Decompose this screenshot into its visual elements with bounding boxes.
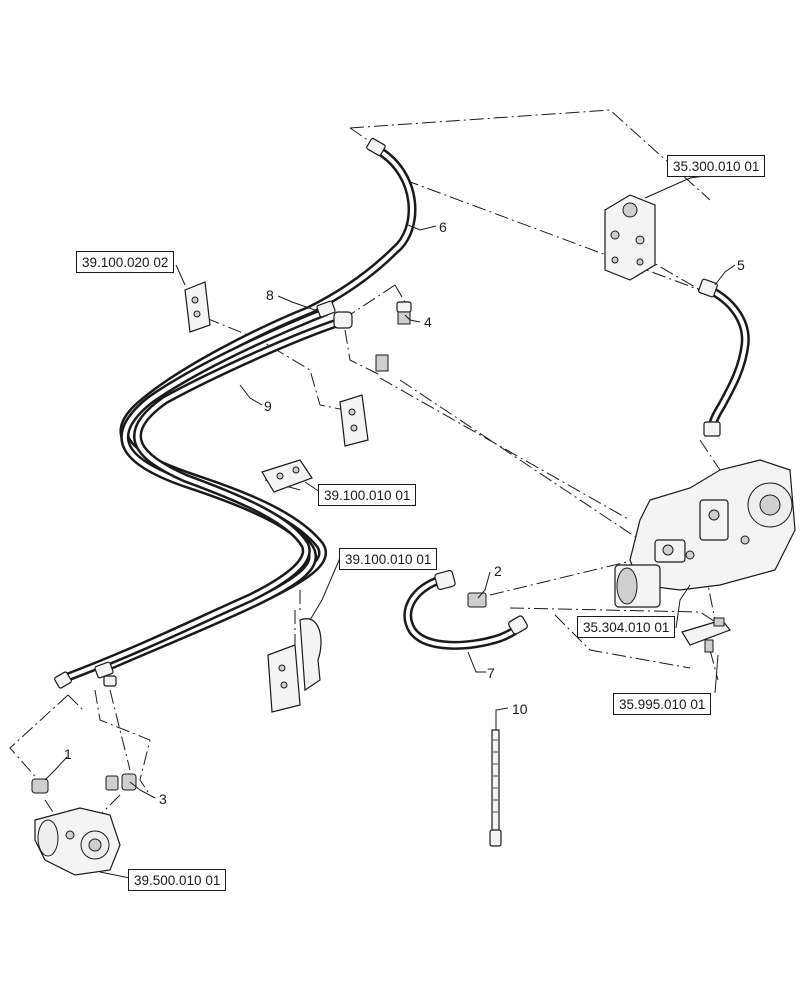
hose-5 xyxy=(698,278,750,437)
item-number-10: 10 xyxy=(512,701,528,717)
item-number-2: 2 xyxy=(494,563,502,579)
pump-assembly-35-304 xyxy=(614,459,796,608)
item-number-4: 4 xyxy=(424,314,432,330)
fitting-4 xyxy=(396,301,412,325)
clamp-block-top xyxy=(184,281,211,333)
item-number-6: 6 xyxy=(439,219,447,235)
hose-7 xyxy=(403,570,528,650)
hose-9 xyxy=(54,311,353,689)
clamp-block-horizontal xyxy=(261,459,313,493)
item-number-1: 1 xyxy=(64,746,72,762)
cable-tie-10 xyxy=(489,729,502,847)
ref-box-35-300-010-01[interactable]: 35.300.010 01 xyxy=(667,155,766,177)
fitting-3 xyxy=(105,773,137,791)
motor-39-500 xyxy=(34,807,121,876)
clamp-bracket-lower xyxy=(267,618,322,713)
item-number-7: 7 xyxy=(487,665,495,681)
ref-box-35-995-010-01[interactable]: 35.995.010 01 xyxy=(613,693,712,715)
fitting-1 xyxy=(31,778,49,794)
item-number-8: 8 xyxy=(266,287,274,303)
center-lines xyxy=(9,109,721,816)
valve-block-35-300 xyxy=(604,194,656,281)
valve-35-995 xyxy=(681,617,731,653)
leader-lines xyxy=(44,175,736,879)
item-number-3: 3 xyxy=(159,791,167,807)
item-number-9: 9 xyxy=(264,398,272,414)
ref-box-39-100-010-01-lower[interactable]: 39.100.010 01 xyxy=(339,548,438,570)
fitting-small-left xyxy=(375,354,389,372)
ref-box-39-100-010-01-upper[interactable]: 39.100.010 01 xyxy=(318,484,417,506)
ref-box-39-500-010-01[interactable]: 39.500.010 01 xyxy=(128,869,227,891)
ref-box-39-100-020-02[interactable]: 39.100.020 02 xyxy=(76,251,175,273)
item-number-5: 5 xyxy=(737,257,745,273)
ref-box-35-304-010-01[interactable]: 35.304.010 01 xyxy=(577,616,676,638)
fitting-2 xyxy=(467,592,487,608)
clamp-block-middle xyxy=(339,394,369,447)
